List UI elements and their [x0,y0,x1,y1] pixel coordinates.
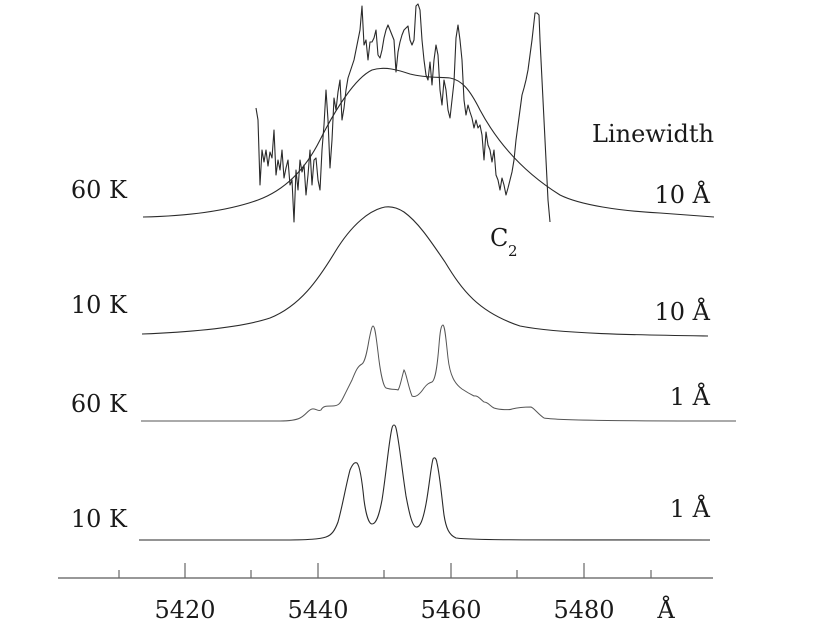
x-axis-unit: Å [656,595,675,624]
width-label-row2: 10 Å [655,297,711,326]
temp-label-row1: 60 K [71,176,128,204]
model-10k-1A [139,424,711,541]
c2-subscript: 2 [508,242,518,260]
temp-label-row3: 60 K [71,390,128,418]
x-tick-label: 5480 [553,596,614,624]
c2-annotation: C [490,224,508,252]
linewidth-header: Linewidth [592,120,714,148]
model-60k-10A [142,67,715,218]
observed-spectrum-60k [255,3,551,223]
x-tick-label: 5460 [420,596,481,624]
width-label-row1: 10 Å [655,180,711,209]
temp-label-row2: 10 K [71,291,128,319]
model-10k-10A [141,206,709,337]
x-tick-label: 5440 [287,596,348,624]
width-label-row4: 1 Å [670,494,711,523]
x-tick-label: 5420 [154,596,215,624]
model-60k-1A [141,324,737,422]
width-label-row3: 1 Å [670,382,711,411]
temp-label-row4: 10 K [71,505,128,533]
